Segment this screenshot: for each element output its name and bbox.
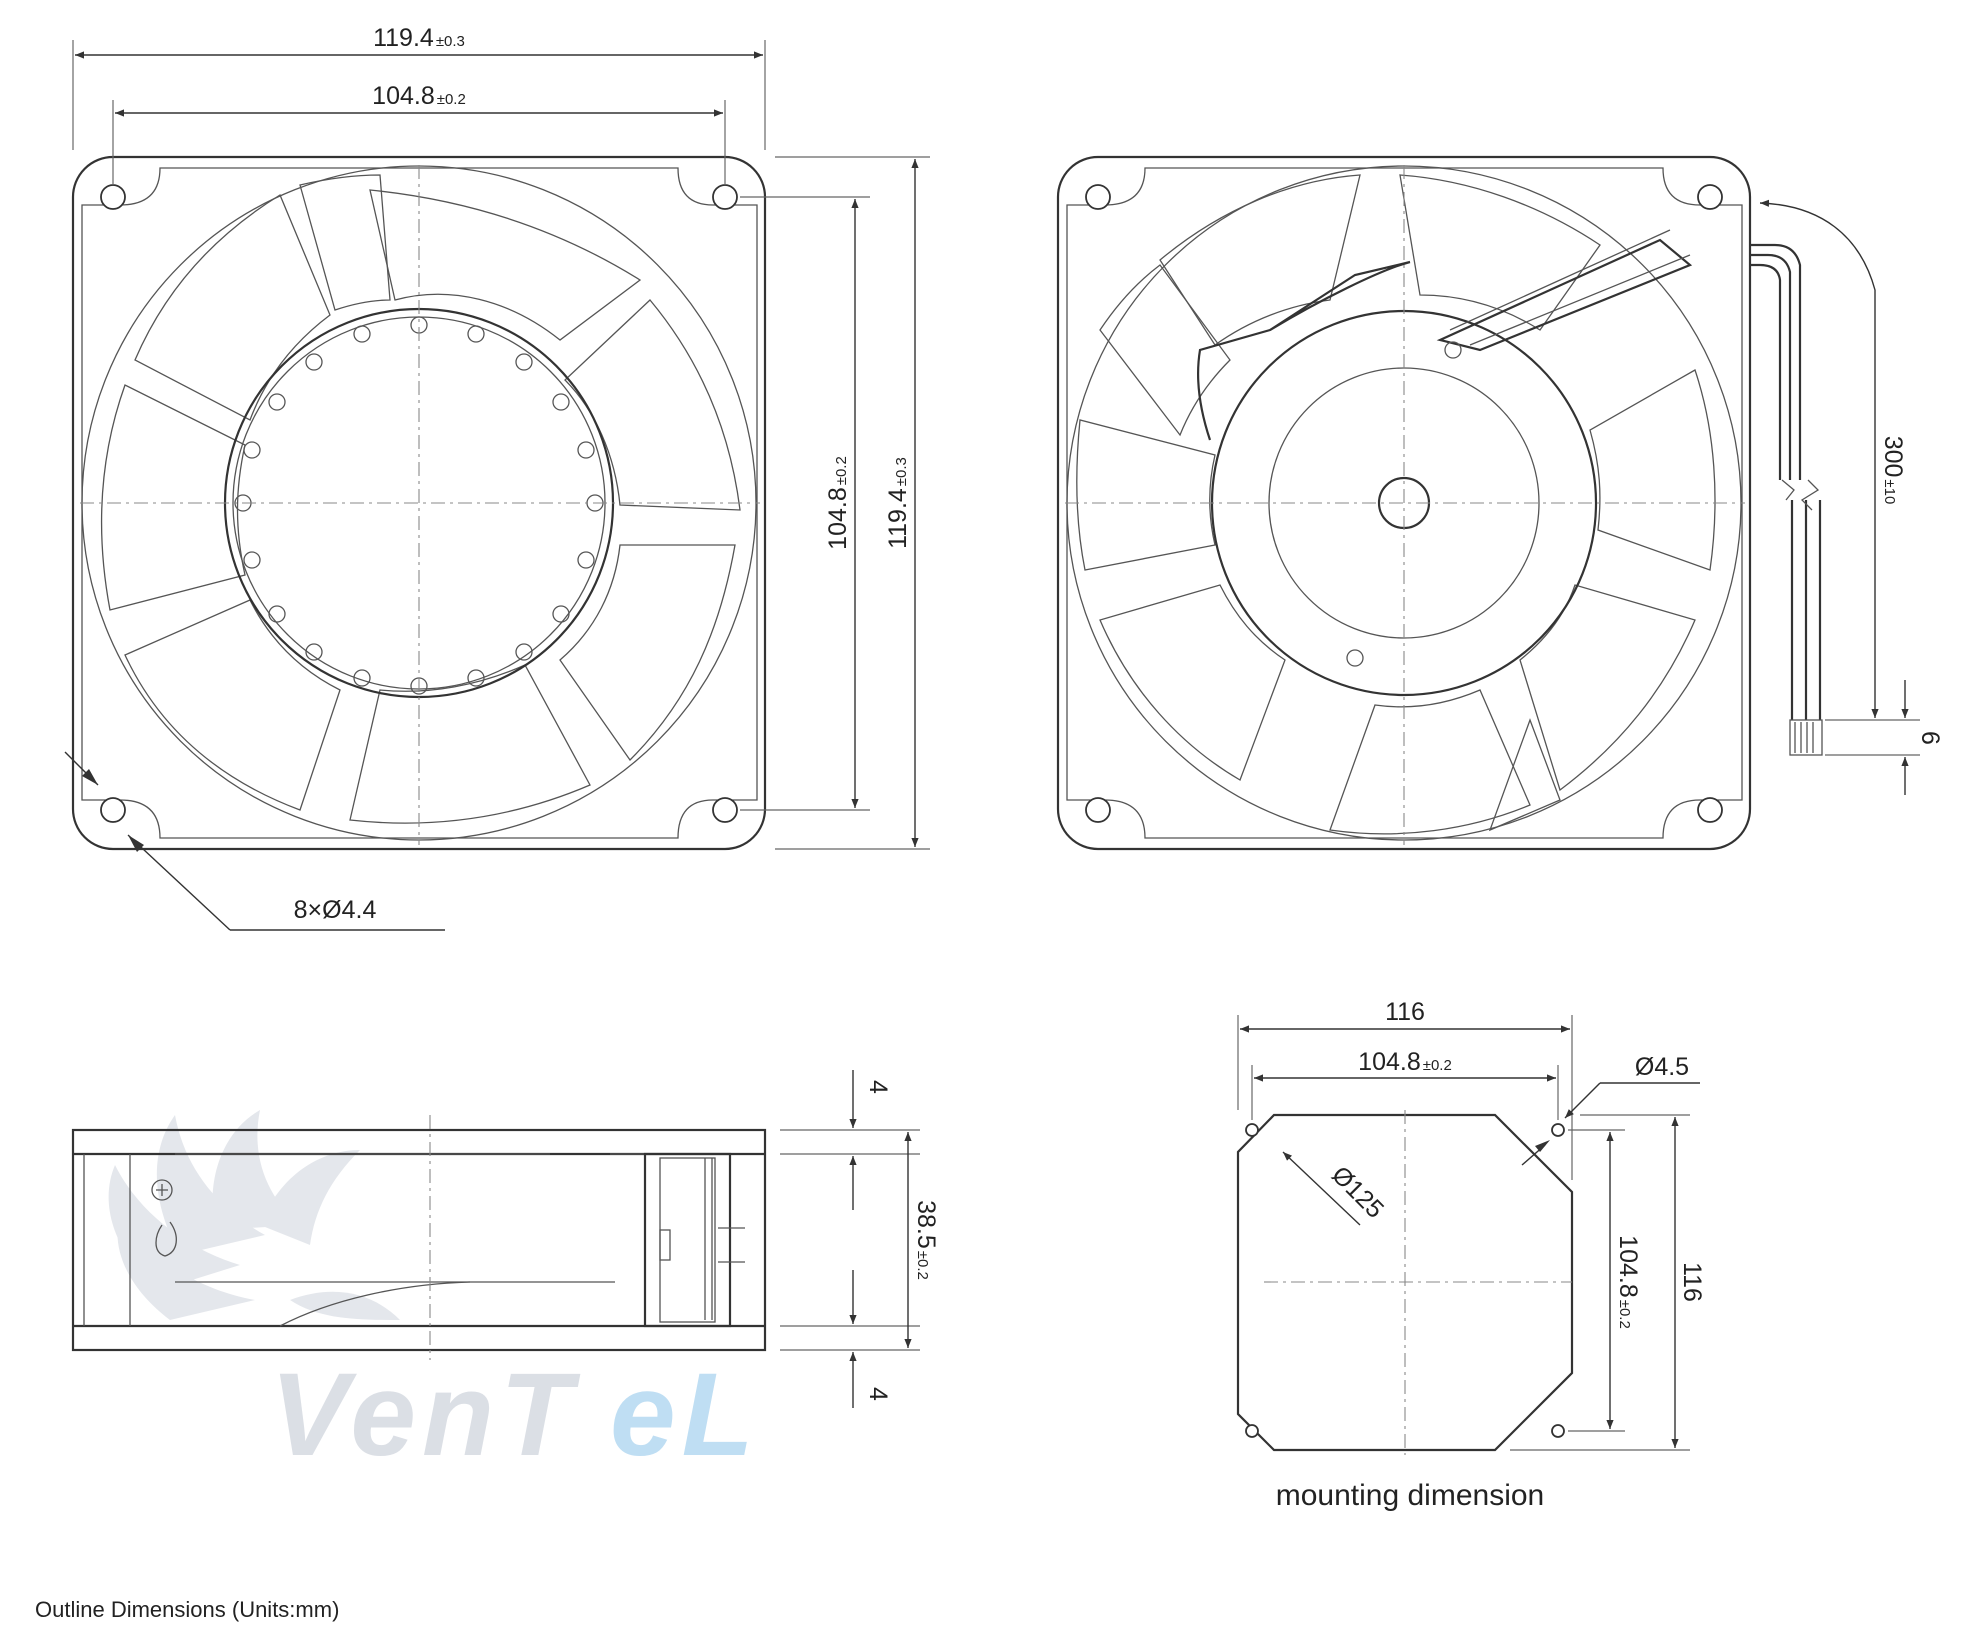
front-mount-hole-tr xyxy=(712,184,738,210)
mounting-pitch-width-dim: 104.8±0.2 xyxy=(1358,1048,1452,1076)
rear-mount-hole-tl xyxy=(1085,184,1111,210)
watermark-text-accent: eL xyxy=(610,1349,760,1481)
front-hole-leader-bottom xyxy=(127,834,231,931)
rear-lead-length-dim-line xyxy=(1759,199,1879,718)
front-width-dim: 119.4±0.3 xyxy=(373,24,465,52)
rear-lead-length-dim: 300±10 xyxy=(1879,436,1907,505)
mounting-cutout-outline xyxy=(1236,1113,1574,1452)
mounting-outer-height-dim: 116 xyxy=(1678,1262,1706,1302)
rear-mount-hole-tr xyxy=(1697,184,1723,210)
front-frame-inner xyxy=(81,167,758,839)
side-top-flange-dim: 4 xyxy=(864,1080,892,1094)
side-rotation-arrow xyxy=(155,1221,177,1257)
front-mount-hole-tl xyxy=(100,184,126,210)
side-motor-housing xyxy=(643,1152,732,1328)
mounting-pitch-height-dim: 104.8±0.2 xyxy=(1614,1235,1642,1329)
mounting-hole-bl xyxy=(1245,1424,1259,1438)
rear-lead-wires xyxy=(1750,243,1822,720)
mounting-cutout-dia-dim: Ø125 xyxy=(1326,1161,1389,1224)
side-view: 4 4 38.5±0.2 xyxy=(71,1070,940,1408)
front-vpitch-dim: 104.8±0.2 xyxy=(824,456,852,550)
rear-frame-inner xyxy=(1066,167,1743,839)
mounting-hole-dia-dim: Ø4.5 xyxy=(1635,1053,1689,1081)
mounting-caption: mounting dimension xyxy=(1276,1479,1545,1512)
mounting-cutout-leader xyxy=(1282,1151,1361,1226)
side-ground-symbol xyxy=(151,1179,173,1201)
ventel-watermark: VenT eL xyxy=(108,1110,760,1481)
front-mount-hole-bl xyxy=(100,797,126,823)
rear-view: 300±10 6 xyxy=(1056,155,1944,851)
rear-frame-outline xyxy=(1056,155,1752,851)
mounting-hole-br xyxy=(1551,1424,1565,1438)
mounting-hole-tl xyxy=(1245,1123,1259,1137)
rear-impeller-blades xyxy=(1076,174,1716,835)
mounting-outer-width-dim: 116 xyxy=(1385,998,1425,1026)
mounting-view: 116 104.8±0.2 Ø4.5 Ø125 104.8±0.2 116 mo… xyxy=(1236,998,1706,1512)
rear-cable-channel xyxy=(1436,238,1693,352)
side-depth-dim: 38.5±0.2 xyxy=(912,1200,940,1280)
front-pitch-dim: 104.8±0.2 xyxy=(372,82,466,110)
rear-spoke-mount xyxy=(1196,260,1411,441)
footer-caption: Outline Dimensions (Units:mm) xyxy=(35,1597,339,1622)
rear-strip-dim: 6 xyxy=(1916,731,1944,745)
side-housing-outline xyxy=(71,1128,767,1352)
front-view: 119.4±0.3 104.8±0.2 104.8±0.2 119.4±0.3 … xyxy=(64,24,930,931)
front-mount-hole-br xyxy=(712,797,738,823)
front-height-dim: 119.4±0.3 xyxy=(884,457,912,549)
rear-lead-strip xyxy=(1789,719,1823,756)
side-bottom-flange-dim: 4 xyxy=(864,1387,892,1401)
front-holes-label: 8×Ø4.4 xyxy=(294,896,377,924)
rear-mount-hole-bl xyxy=(1085,797,1111,823)
front-frame-outline xyxy=(71,155,767,851)
front-impeller-blades xyxy=(100,174,741,824)
mounting-hole-tr xyxy=(1551,1123,1565,1137)
watermark-text-main: VenT xyxy=(270,1349,581,1481)
rear-mount-hole-br xyxy=(1697,797,1723,823)
